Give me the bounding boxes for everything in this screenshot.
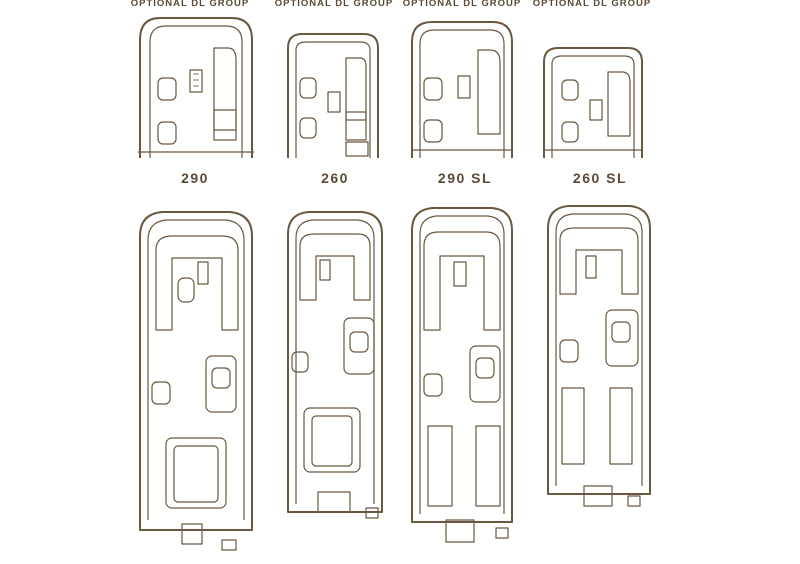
optional-dl-group-label-260: OPTIONAL DL GROUP: [274, 0, 394, 9]
model-label-260sl: 260 SL: [572, 170, 628, 186]
plan-290: [139, 211, 253, 551]
plan-260sl-optional-dl: [543, 47, 643, 158]
model-label-260: 260: [321, 170, 349, 186]
optional-dl-group-label-290: OPTIONAL DL GROUP: [130, 0, 250, 9]
optional-dl-group-label-290sl: OPTIONAL DL GROUP: [402, 0, 522, 9]
plan-290sl-optional-dl: [411, 21, 513, 158]
plan-290-optional-dl: [138, 17, 254, 158]
plan-290sl: [411, 207, 513, 543]
optional-dl-group-label-260sl: OPTIONAL DL GROUP: [532, 0, 652, 9]
plan-260sl: [547, 205, 651, 507]
plan-260-optional-dl: [287, 33, 379, 158]
model-label-290sl: 290 SL: [437, 170, 493, 186]
plan-260: [287, 211, 383, 519]
model-label-290: 290: [181, 170, 209, 186]
